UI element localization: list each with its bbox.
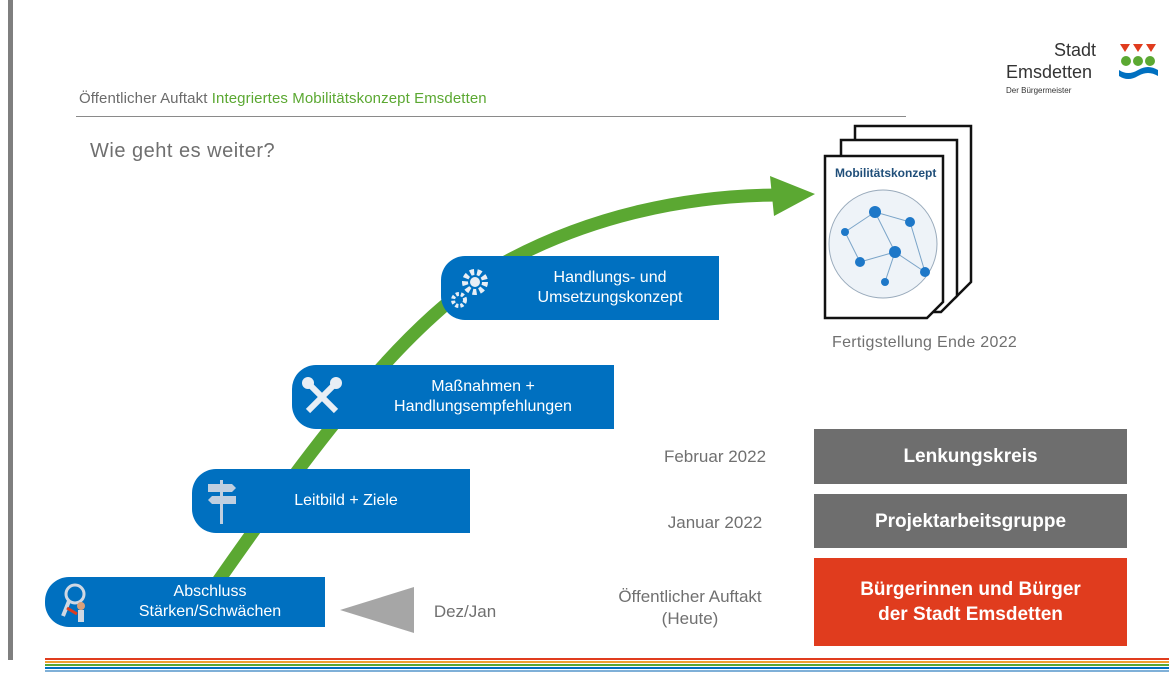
- back-arrow-icon: [340, 587, 414, 633]
- date-auftakt-line2: (Heute): [661, 609, 719, 628]
- header-event: Öffentlicher Auftakt: [79, 90, 208, 107]
- page-header: Öffentlicher Auftakt Integriertes Mobili…: [79, 90, 487, 107]
- box-buergerinnen: Bürgerinnen und Bürger der Stadt Emsdett…: [814, 558, 1127, 646]
- step-massnahmen: Maßnahmen + Handlungsempfehlungen: [292, 365, 614, 429]
- signpost-icon: [192, 469, 252, 533]
- arrow-label: Dez/Jan: [433, 602, 497, 621]
- step-abschluss-line2: Stärken/Schwächen: [138, 603, 282, 620]
- document-stack-icon: [823, 124, 973, 320]
- city-emblem-icon: [1119, 44, 1158, 79]
- header-project: Integriertes Mobilitätskonzept Emsdetten: [211, 90, 487, 107]
- header-divider: [76, 116, 906, 117]
- date-januar: Januar 2022: [667, 513, 763, 532]
- city-logo: Stadt Emsdetten Der Bürgermeister: [1000, 40, 1160, 130]
- step-abschluss: Abschluss Stärken/Schwächen: [45, 577, 325, 627]
- date-auftakt: Öffentlicher Auftakt (Heute): [580, 586, 800, 630]
- document-title: Mobilitätskonzept: [835, 166, 937, 180]
- date-februar: Februar 2022: [663, 447, 767, 466]
- box-buergerinnen-line1: Bürgerinnen und Bürger: [860, 579, 1081, 600]
- footer-stripes: [45, 658, 1169, 672]
- date-auftakt-line1: Öffentlicher Auftakt: [618, 587, 762, 606]
- box-buergerinnen-line2: der Stadt Emsdetten: [878, 604, 1063, 625]
- step-handlungskonzept-line1: Handlungs- und: [553, 269, 667, 286]
- step-massnahmen-line2: Handlungsempfehlungen: [394, 398, 572, 415]
- step-handlungskonzept: Handlungs- und Umsetzungskonzept: [441, 256, 719, 320]
- step-abschluss-line1: Abschluss: [173, 583, 247, 600]
- box-projektarbeitsgruppe: Projektarbeitsgruppe: [814, 494, 1127, 548]
- magnifier-person-icon: [45, 577, 105, 627]
- step-massnahmen-line1: Maßnahmen +: [431, 378, 535, 395]
- logo-line2: Emsdetten: [1006, 62, 1093, 82]
- step-handlungskonzept-line2: Umsetzungskonzept: [537, 289, 683, 306]
- step-leitbild-label: Leitbild + Ziele: [294, 492, 398, 509]
- tools-icon: [292, 365, 352, 429]
- step-leitbild: Leitbild + Ziele: [192, 469, 470, 533]
- logo-line1: Stadt: [1054, 40, 1097, 60]
- gears-icon: [441, 256, 501, 320]
- left-accent-bar: [8, 0, 13, 660]
- page-subtitle: Wie geht es weiter?: [90, 140, 276, 162]
- logo-line3: Der Bürgermeister: [1006, 86, 1072, 95]
- document-caption: Fertigstellung Ende 2022: [832, 334, 1018, 351]
- box-lenkungskreis: Lenkungskreis: [814, 429, 1127, 484]
